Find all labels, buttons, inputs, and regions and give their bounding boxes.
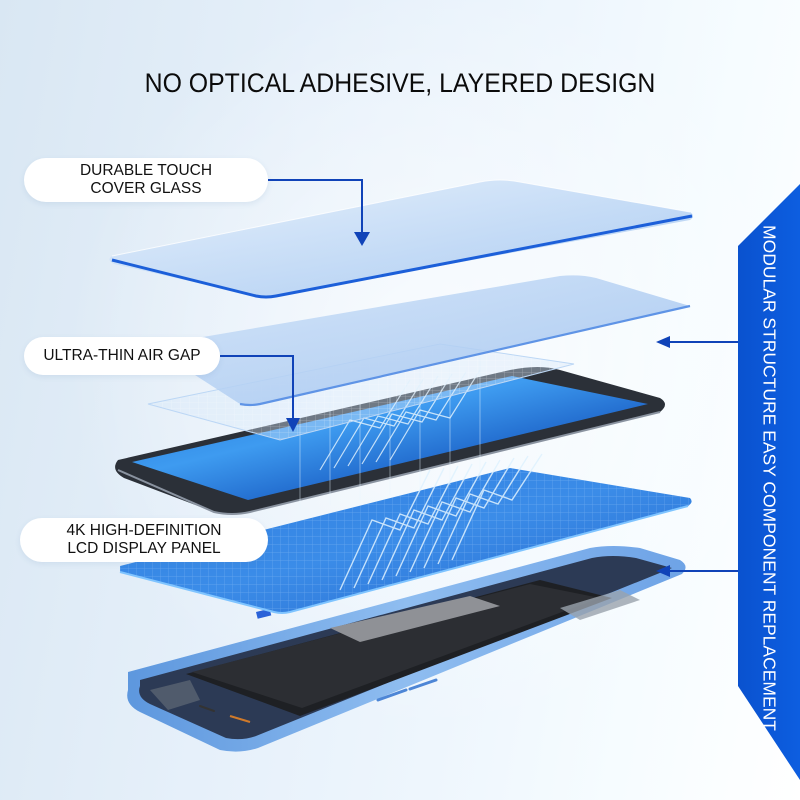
lcd-display-panel bbox=[119, 453, 692, 614]
tablet-screen bbox=[115, 330, 665, 515]
label-air-gap: ULTRA-THIN AIR GAP bbox=[24, 337, 220, 375]
label-cover-glass-line-1: DURABLE TOUCH bbox=[79, 162, 213, 179]
cover-glass-pointer-arrow bbox=[268, 179, 370, 246]
side-banner-shape bbox=[738, 184, 800, 780]
label-cover-glass: DURABLE TOUCH COVER GLASS bbox=[24, 158, 268, 202]
label-air-gap-line-1: ULTRA-THIN AIR GAP bbox=[43, 347, 201, 364]
label-cover-glass-line-2: COVER GLASS bbox=[90, 180, 202, 197]
label-lcd-panel: 4K HIGH-DEFINITION LCD DISPLAY PANEL bbox=[20, 518, 268, 562]
touch-layer bbox=[150, 275, 691, 407]
page-title: NO OPTICAL ADHESIVE, LAYERED DESIGN bbox=[144, 68, 656, 98]
label-lcd-panel-line-1: 4K HIGH-DEFINITION bbox=[66, 522, 222, 539]
air-gap-pointer-arrow bbox=[220, 355, 300, 432]
cover-glass bbox=[109, 179, 693, 299]
side-banner-text: MODULAR STRUCTURE EASY COMPONENT REPLACE… bbox=[759, 225, 780, 731]
label-lcd-panel-line-2: LCD DISPLAY PANEL bbox=[67, 540, 221, 557]
banner-arrow-lower bbox=[656, 565, 738, 577]
banner-arrow-upper bbox=[656, 336, 738, 348]
tablet-chassis bbox=[127, 546, 686, 752]
